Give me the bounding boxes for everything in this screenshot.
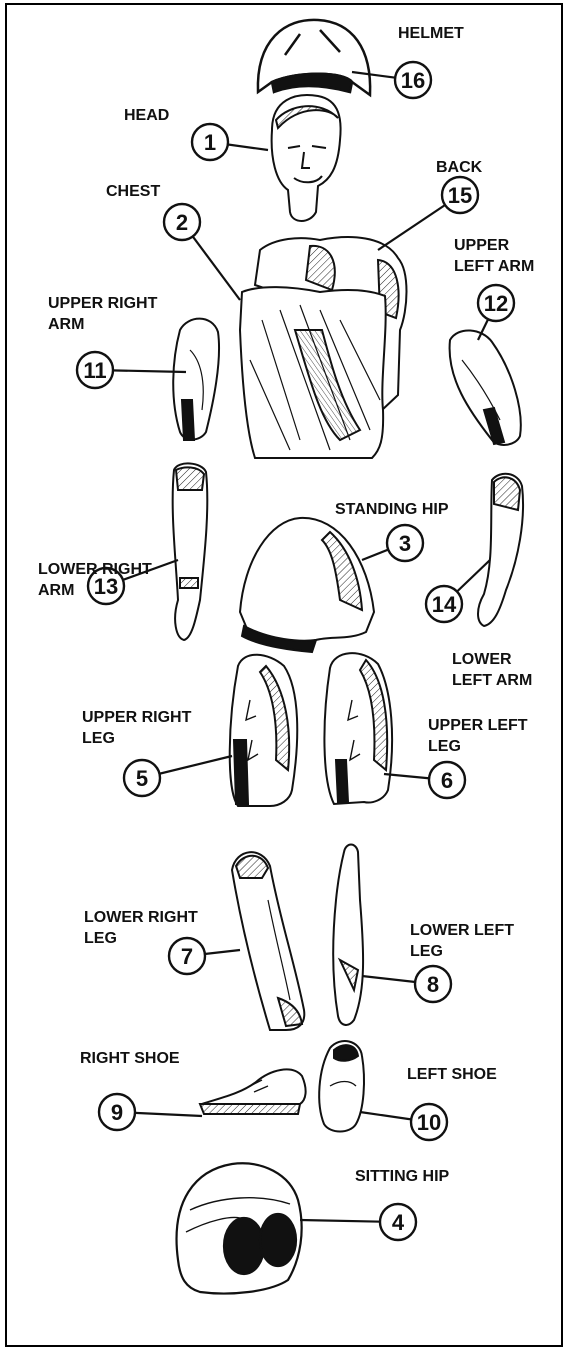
upper-right-leg-label-line-1: UPPER RIGHT — [82, 709, 192, 726]
upper-left-arm-label-line-1: UPPER — [454, 237, 510, 254]
lower-left-leg-number: 8 — [427, 972, 439, 997]
upper-right-leg-number: 5 — [136, 766, 148, 791]
lower-right-leg-number: 7 — [181, 944, 193, 969]
upper-right-leg-callout: 5 — [124, 760, 160, 796]
sitting-hip-drawing — [177, 1163, 302, 1293]
chest-label: CHEST — [106, 183, 160, 200]
upper-right-leg-drawing — [230, 655, 298, 806]
upper-left-arm-number: 12 — [484, 291, 508, 316]
head-number: 1 — [204, 130, 216, 155]
lower-left-arm-callout: 14 — [426, 586, 462, 622]
upper-right-arm-label-line-2: ARM — [48, 316, 84, 333]
standing-hip-drawing — [240, 518, 374, 652]
lower-left-arm-drawing — [478, 474, 523, 626]
upper-left-arm-label-line-2: LEFT ARM — [454, 258, 534, 275]
back-label: BACK — [436, 159, 483, 176]
sitting-hip-callout: 4 — [380, 1204, 416, 1240]
upper-left-leg-label-line-1: UPPER LEFT — [428, 717, 528, 734]
chest-callout: 2 — [164, 204, 200, 240]
upper-left-leg-callout: 6 — [429, 762, 465, 798]
lower-right-leg-label-line-2: LEG — [84, 930, 117, 947]
helmet-number: 16 — [401, 68, 425, 93]
helmet-drawing — [258, 20, 370, 95]
right-shoe-callout: 9 — [99, 1094, 135, 1130]
helmet-callout: 16 — [395, 62, 431, 98]
left-shoe-drawing — [319, 1041, 364, 1131]
head-drawing — [272, 95, 341, 221]
right-shoe-number: 9 — [111, 1100, 123, 1125]
upper-right-leg-label-line-2: LEG — [82, 730, 115, 747]
upper-left-arm-callout: 12 — [478, 285, 514, 321]
upper-left-leg-label-line-2: LEG — [428, 738, 461, 755]
sitting-hip-label: SITTING HIP — [355, 1168, 450, 1185]
right-shoe-drawing — [200, 1069, 306, 1114]
lower-right-leg-label-line-1: LOWER RIGHT — [84, 909, 198, 926]
left-shoe-callout: 10 — [411, 1104, 447, 1140]
lower-right-arm-label-line-2: ARM — [38, 582, 74, 599]
upper-left-leg-number: 6 — [441, 768, 453, 793]
sitting-hip-number: 4 — [392, 1210, 405, 1235]
upper-right-arm-drawing — [173, 319, 219, 440]
lower-left-leg-label-line-2: LEG — [410, 943, 443, 960]
lower-right-leg-callout: 7 — [169, 938, 205, 974]
lower-left-arm-label-line-2: LEFT ARM — [452, 672, 532, 689]
left-shoe-label: LEFT SHOE — [407, 1066, 497, 1083]
upper-right-arm-callout: 11 — [77, 352, 113, 388]
standing-hip-label: STANDING HIP — [335, 501, 449, 518]
upper-right-arm-label-line-1: UPPER RIGHT — [48, 295, 158, 312]
right-shoe-label: RIGHT SHOE — [80, 1050, 180, 1067]
lower-right-arm-drawing — [173, 463, 208, 640]
lower-left-leg-label-line-1: LOWER LEFT — [410, 922, 514, 939]
left-shoe-number: 10 — [417, 1110, 441, 1135]
standing-hip-number: 3 — [399, 531, 411, 556]
standing-hip-callout: 3 — [387, 525, 423, 561]
upper-left-arm-drawing — [450, 330, 521, 444]
chest-drawing — [240, 237, 407, 458]
head-label: HEAD — [124, 107, 169, 124]
head-callout: 1 — [192, 124, 228, 160]
helmet-label: HELMET — [398, 25, 464, 42]
chest-number: 2 — [176, 210, 188, 235]
lower-left-leg-callout: 8 — [415, 966, 451, 1002]
upper-right-arm-number: 11 — [83, 358, 106, 383]
upper-left-leg-drawing — [324, 653, 392, 804]
lower-left-arm-number: 14 — [432, 592, 457, 617]
back-number: 15 — [448, 183, 472, 208]
lower-right-leg-drawing — [232, 852, 304, 1030]
lower-right-arm-label-line-1: LOWER RIGHT — [38, 561, 152, 578]
lower-left-arm-label-line-1: LOWER — [452, 651, 512, 668]
lower-left-leg-drawing — [333, 845, 363, 1025]
back-callout: 15 — [442, 177, 478, 213]
